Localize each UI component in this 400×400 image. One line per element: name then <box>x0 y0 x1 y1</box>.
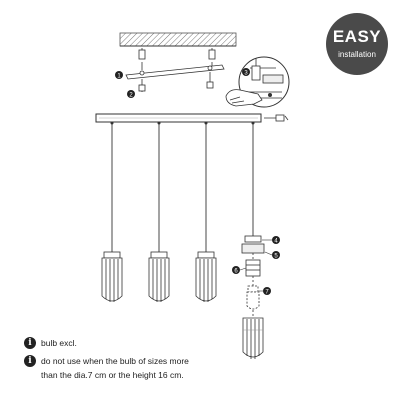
badge-subtitle: installation <box>338 50 376 59</box>
badge-title: EASY <box>332 27 382 46</box>
svg-text:5: 5 <box>274 254 278 260</box>
pendant-shade-3 <box>195 251 217 302</box>
callout-6: 6 <box>232 266 247 275</box>
callout-4: 4 <box>262 236 280 245</box>
hand-detail <box>225 89 263 107</box>
pendant-shade-1 <box>101 251 123 302</box>
side-screw <box>264 114 289 122</box>
svg-text:6: 6 <box>234 269 238 275</box>
callout-5: 5 <box>264 251 280 260</box>
info-icon: i <box>24 337 36 349</box>
size-note-line-2: than the dia.7 cm or the height 16 cm. <box>41 370 184 380</box>
lamp-holder-assembly <box>241 235 265 286</box>
bulb-outline <box>246 285 260 310</box>
callout-1: 1 <box>115 71 123 80</box>
size-note-line-1: do not use when the bulb of sizes more <box>41 356 189 366</box>
suspension-cables <box>111 122 254 252</box>
canopy-bar <box>95 113 262 123</box>
bulb-note: bulb excl. <box>41 338 77 348</box>
svg-text:7: 7 <box>265 290 269 296</box>
svg-text:3: 3 <box>244 71 248 77</box>
cable-grips <box>110 121 255 125</box>
svg-text:1: 1 <box>117 74 121 80</box>
callout-7: 7 <box>259 287 271 296</box>
easy-installation-badge: EASY installation <box>326 13 388 75</box>
info-icon: i <box>24 355 36 367</box>
mounting-bracket <box>125 64 225 92</box>
ceiling <box>119 32 237 47</box>
callout-3: 3 <box>242 68 250 77</box>
svg-text:2: 2 <box>129 93 133 99</box>
svg-text:4: 4 <box>274 239 278 245</box>
pendant-shade-4 <box>242 310 264 359</box>
pendant-shade-2 <box>148 251 170 302</box>
callout-2: 2 <box>127 90 135 99</box>
